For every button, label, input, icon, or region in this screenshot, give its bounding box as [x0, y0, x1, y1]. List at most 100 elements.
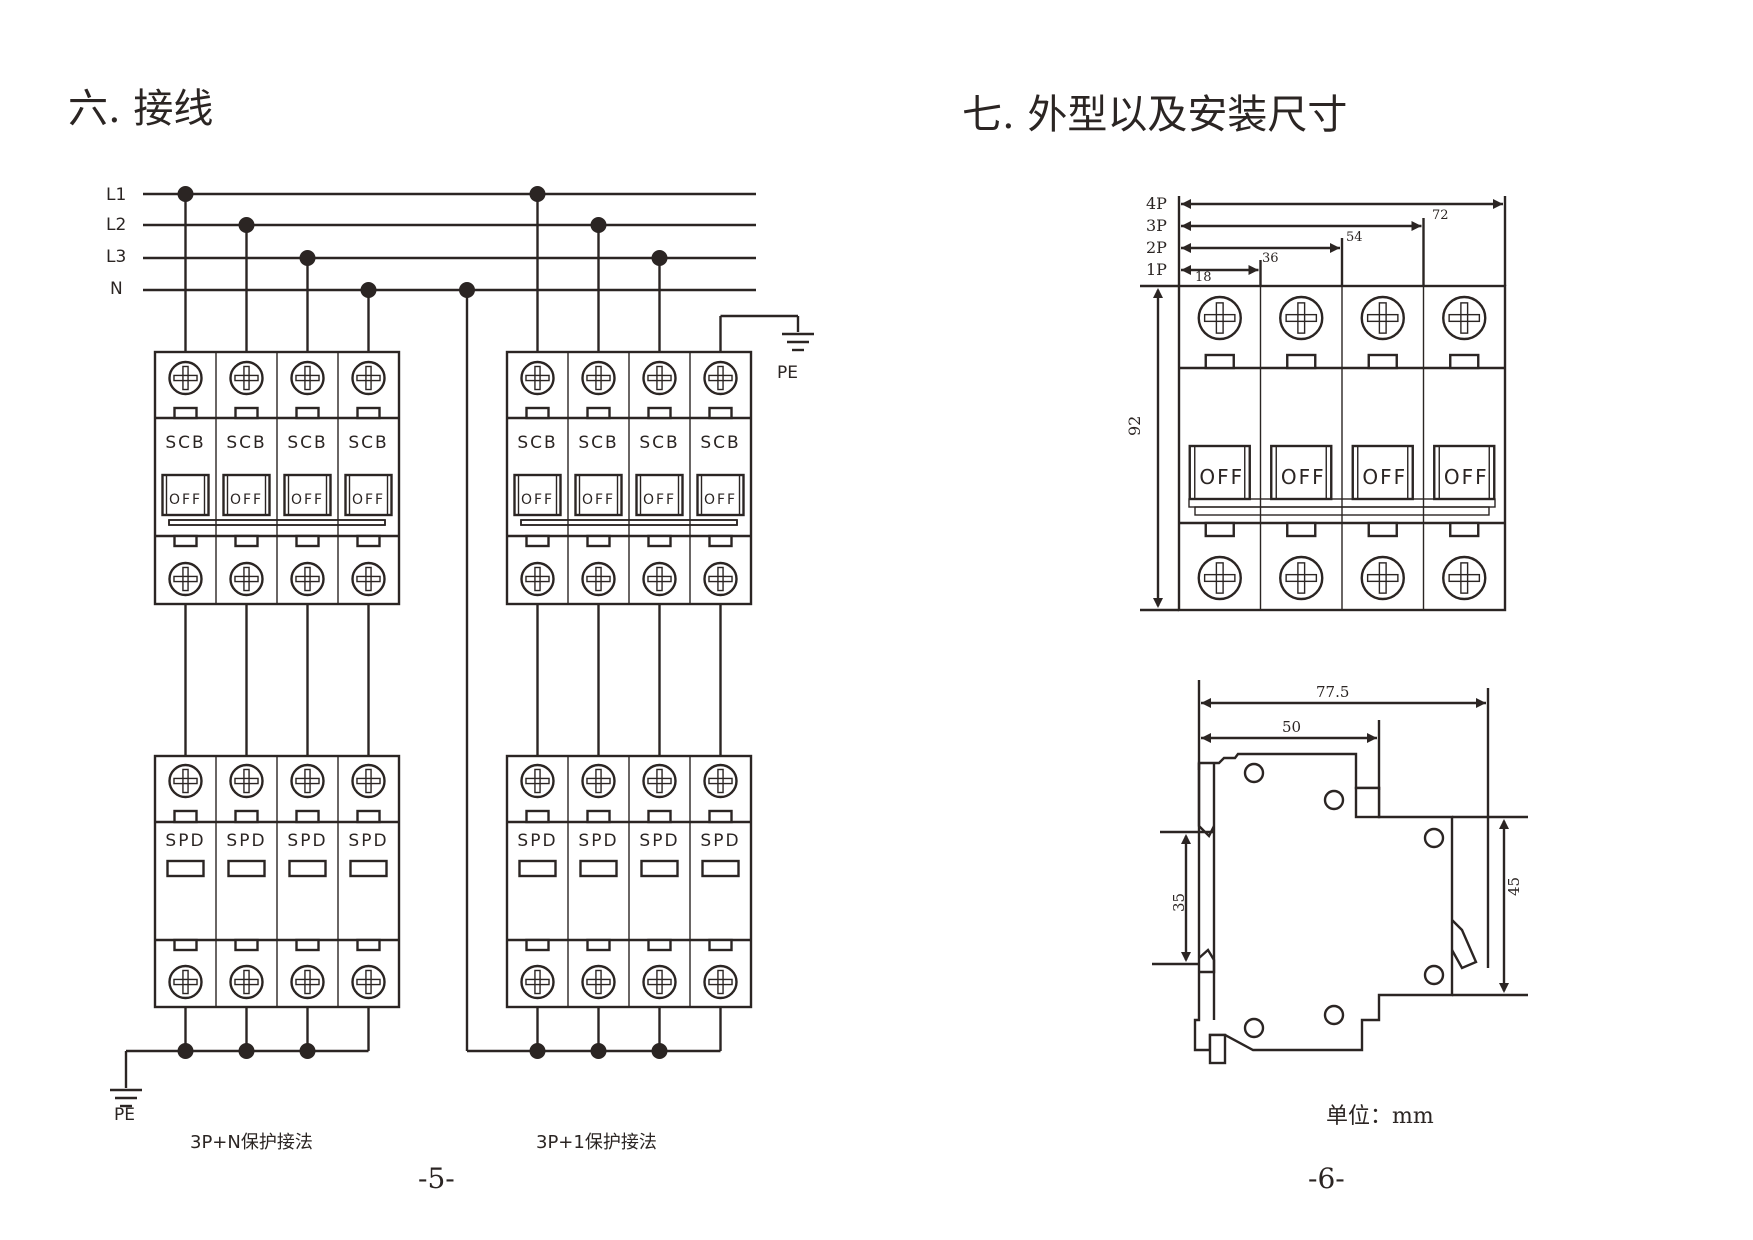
section-title-dimensions: 七. 外型以及安装尺寸 — [962, 92, 1347, 138]
indicator-window — [173, 938, 198, 952]
handle-inner — [165, 474, 206, 516]
terminal-screw-icon — [168, 763, 203, 799]
terminal-screw-icon — [581, 763, 616, 799]
indicator-window — [708, 809, 733, 824]
arrow-head — [1181, 265, 1191, 275]
screw-slot-h — [173, 575, 198, 583]
screw-slot-h — [708, 777, 733, 785]
status-window — [640, 859, 679, 878]
screw-slot-v — [365, 969, 372, 995]
screw-slot-v — [1297, 302, 1306, 334]
arrow-head — [1201, 698, 1211, 708]
screw-slot-h — [586, 777, 611, 785]
off-switch-handle: OFF — [344, 473, 393, 517]
indicator-window — [356, 809, 381, 824]
indicator-window — [1367, 521, 1398, 538]
page-number-left: -5- — [418, 1162, 455, 1195]
screw-slot-v — [1460, 562, 1469, 594]
bus-labels: L1 L2 L3 N — [106, 185, 126, 299]
screw-slot-h — [1203, 573, 1236, 583]
screw-slot-v — [1215, 562, 1224, 594]
screw-slot-v — [182, 969, 189, 995]
terminal-screw-icon — [703, 964, 738, 1000]
scb-pole-label: SCB — [639, 433, 679, 453]
off-label: OFF — [1362, 465, 1407, 489]
terminal-screw-icon — [1360, 295, 1405, 341]
arrow-head — [1181, 199, 1191, 209]
indicator-window — [525, 406, 550, 420]
indicator-window — [295, 938, 320, 952]
screw-slot-v — [656, 969, 663, 995]
screw-head — [642, 964, 677, 1000]
bus-tap-n — [459, 282, 475, 298]
terminal-screw-icon — [168, 360, 203, 396]
off-label: OFF — [704, 492, 737, 508]
screw-slot-h — [708, 374, 733, 382]
screw-slot-v — [595, 768, 602, 794]
width-54: 54 — [1346, 230, 1363, 245]
spd-pole-label: SPD — [639, 831, 679, 851]
screw-slot-v — [1215, 302, 1224, 334]
indicator-window — [1286, 353, 1317, 370]
screw-head — [168, 964, 203, 1000]
pole-label-1p: 1P — [1146, 260, 1167, 279]
caption-3pn: 3P+N保护接法 — [190, 1132, 313, 1153]
screw-head — [581, 360, 616, 396]
scb-pole-label: SCB — [517, 433, 557, 453]
bus-tap-l1 — [177, 186, 194, 202]
screw-head — [703, 360, 738, 396]
screw-head — [520, 561, 555, 597]
arrow-head — [1476, 698, 1486, 708]
terminal-screw-icon — [1442, 295, 1487, 341]
indicator-window — [295, 809, 320, 824]
pe-label-right: PE — [777, 363, 798, 383]
indicator-window — [1204, 353, 1235, 370]
terminal-screw-icon — [1197, 295, 1242, 341]
screw-slot-h — [586, 374, 611, 382]
screw-slot-h — [234, 978, 259, 986]
handle-inner — [578, 474, 619, 516]
indicator-window — [234, 938, 259, 952]
status-window — [288, 859, 327, 878]
mounting-hole — [1323, 789, 1345, 811]
terminal-screw-icon — [1442, 555, 1487, 601]
off-label: OFF — [1281, 465, 1326, 489]
arrow-head — [1411, 221, 1422, 231]
arrow-head — [1201, 733, 1211, 743]
screw-slot-h — [1448, 313, 1481, 323]
mounting-hole — [1323, 1004, 1345, 1026]
terminal-screw-icon — [520, 763, 555, 799]
off-label: OFF — [582, 492, 615, 508]
screw-head — [520, 360, 555, 396]
screw-slot-v — [1378, 562, 1387, 594]
scb-pole-label: SCB — [700, 433, 740, 453]
screw-slot-h — [586, 575, 611, 583]
screw-slot-v — [365, 365, 372, 391]
terminal-screw-icon — [290, 360, 325, 396]
terminal-screw-icon — [351, 964, 386, 1000]
screw-slot-h — [173, 374, 198, 382]
screw-slot-h — [1285, 313, 1318, 323]
terminal-screw-icon — [1279, 295, 1324, 341]
terminal-screw-icon — [290, 964, 325, 1000]
handle-inner — [700, 474, 741, 516]
terminal-screw-icon — [703, 360, 738, 396]
screw-slot-v — [182, 768, 189, 794]
spd-pole-label: SPD — [165, 831, 205, 851]
screw-slot-h — [1366, 573, 1399, 583]
arrow-head — [1499, 819, 1509, 829]
screw-head — [642, 763, 677, 799]
off-switch-handle: OFF — [513, 473, 562, 517]
scb-pole-label: SCB — [578, 433, 618, 453]
indicator-window — [356, 406, 381, 420]
screw-slot-h — [356, 777, 381, 785]
off-label: OFF — [1199, 465, 1244, 489]
scb-pole-label: SCB — [226, 433, 266, 453]
indicator-window — [356, 534, 381, 548]
screw-head — [581, 964, 616, 1000]
bus-tap-l2 — [590, 217, 607, 233]
